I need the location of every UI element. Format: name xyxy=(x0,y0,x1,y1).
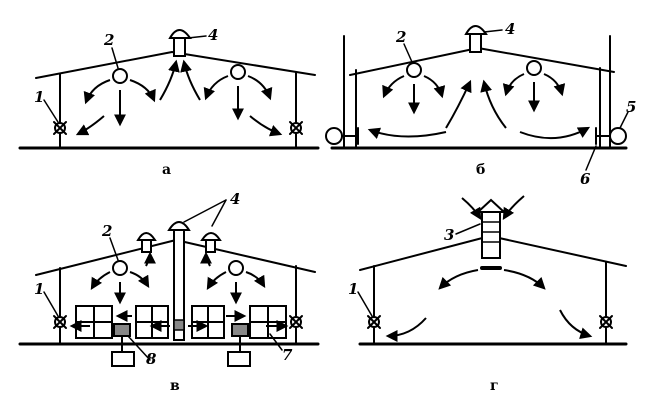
label-4: 4 xyxy=(505,20,515,38)
label-1: 1 xyxy=(34,280,44,298)
air-heater-left xyxy=(112,68,128,84)
panel-g: 1 3 г xyxy=(348,195,628,394)
panel-b: 2 4 5 6 б xyxy=(325,20,636,188)
panel-caption-v: в xyxy=(170,378,180,394)
air-flow-arrows xyxy=(367,73,591,140)
air-flow-arrows xyxy=(75,59,283,137)
label-2: 2 xyxy=(103,31,114,49)
roof-shaft-left xyxy=(136,232,157,253)
air-heater-left xyxy=(112,260,128,276)
wall-fan-right xyxy=(599,315,613,329)
wall-fan-left xyxy=(367,315,381,329)
air-heater-right xyxy=(230,64,246,80)
air-flow-arrows xyxy=(69,251,289,332)
label-1: 1 xyxy=(34,88,44,106)
supply-exhaust-shaft xyxy=(475,198,507,270)
fan-left xyxy=(325,127,343,145)
wall-fan-left xyxy=(53,121,67,135)
label-7: 7 xyxy=(282,346,293,364)
wall-fan-right xyxy=(289,121,303,135)
central-exhaust-shaft xyxy=(167,221,191,341)
supply-duct-outlets xyxy=(341,127,611,145)
label-2: 2 xyxy=(395,28,406,46)
roof-ventilation-shaft xyxy=(168,29,192,57)
wall-fan-right xyxy=(289,315,303,329)
panel-a: 1 2 4 а xyxy=(18,26,320,178)
heat-units xyxy=(111,323,251,367)
label-6: 6 xyxy=(580,170,591,188)
panel-v: 1 2 4 8 7 в xyxy=(18,190,320,394)
label-3: 3 xyxy=(444,226,454,244)
fan-right xyxy=(609,127,627,145)
panel-caption-a: а xyxy=(162,162,171,178)
roof-line xyxy=(35,51,316,79)
air-heater-left xyxy=(406,62,422,78)
label-4: 4 xyxy=(230,190,240,208)
air-heater-right xyxy=(526,60,542,76)
label-2: 2 xyxy=(101,222,112,240)
air-heater-right xyxy=(228,260,244,276)
label-1: 1 xyxy=(348,280,358,298)
label-8: 8 xyxy=(146,350,157,368)
wall-fan-left xyxy=(53,315,67,329)
air-flow-arrows xyxy=(385,195,593,342)
roof-ventilation-shaft xyxy=(464,25,488,53)
panel-caption-b: б xyxy=(476,162,485,178)
label-4: 4 xyxy=(208,26,218,44)
panel-caption-g: г xyxy=(490,378,499,394)
label-5: 5 xyxy=(626,98,636,116)
